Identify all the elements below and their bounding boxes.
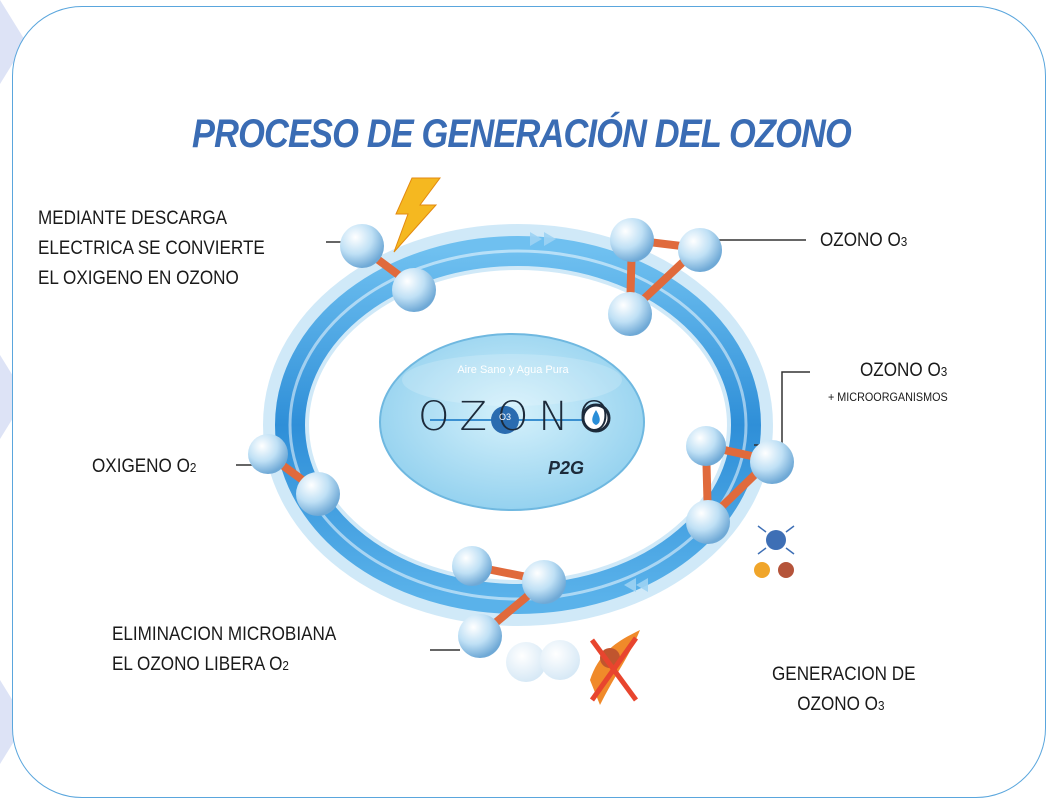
molecule-left [248, 434, 340, 516]
molecule-top-right [608, 218, 722, 336]
label-ozono-top: OZONO O3 [820, 230, 908, 251]
logo-brand: P2G [548, 458, 585, 478]
molecule-bottom [452, 546, 566, 658]
label-generacion: GENERACION DE OZONO O3 [772, 664, 916, 715]
label-oxigeno: OXIGENO O2 [92, 456, 197, 477]
destroyed-microbe-icon [589, 630, 640, 705]
molecule-right [686, 426, 794, 544]
label-microorganismos: + MICROORGANISMOS [828, 390, 948, 404]
ozono-logo [379, 333, 645, 511]
diagram-title: PROCESO DE GENERACIÓN DEL OZONO [192, 112, 852, 156]
microorganisms-icon [754, 525, 795, 578]
label-ozono-micro: OZONO O3 [860, 360, 948, 381]
lightning-bolt-icon [393, 177, 441, 253]
logo-tagline: Aire Sano y Agua Pura [457, 364, 569, 376]
label-eliminacion: ELIMINACION MICROBIANA EL OZONO LIBERA O… [112, 624, 337, 675]
label-descarga: MEDIANTE DESCARGA ELECTRICA SE CONVIERTE… [38, 208, 265, 289]
ring-arrows [530, 232, 648, 592]
released-oxygen-atoms [506, 640, 580, 682]
logo-o3-mark: O3 [498, 412, 511, 422]
logo-wordmark: OZONO [418, 394, 620, 440]
molecule-top-left [340, 224, 436, 312]
